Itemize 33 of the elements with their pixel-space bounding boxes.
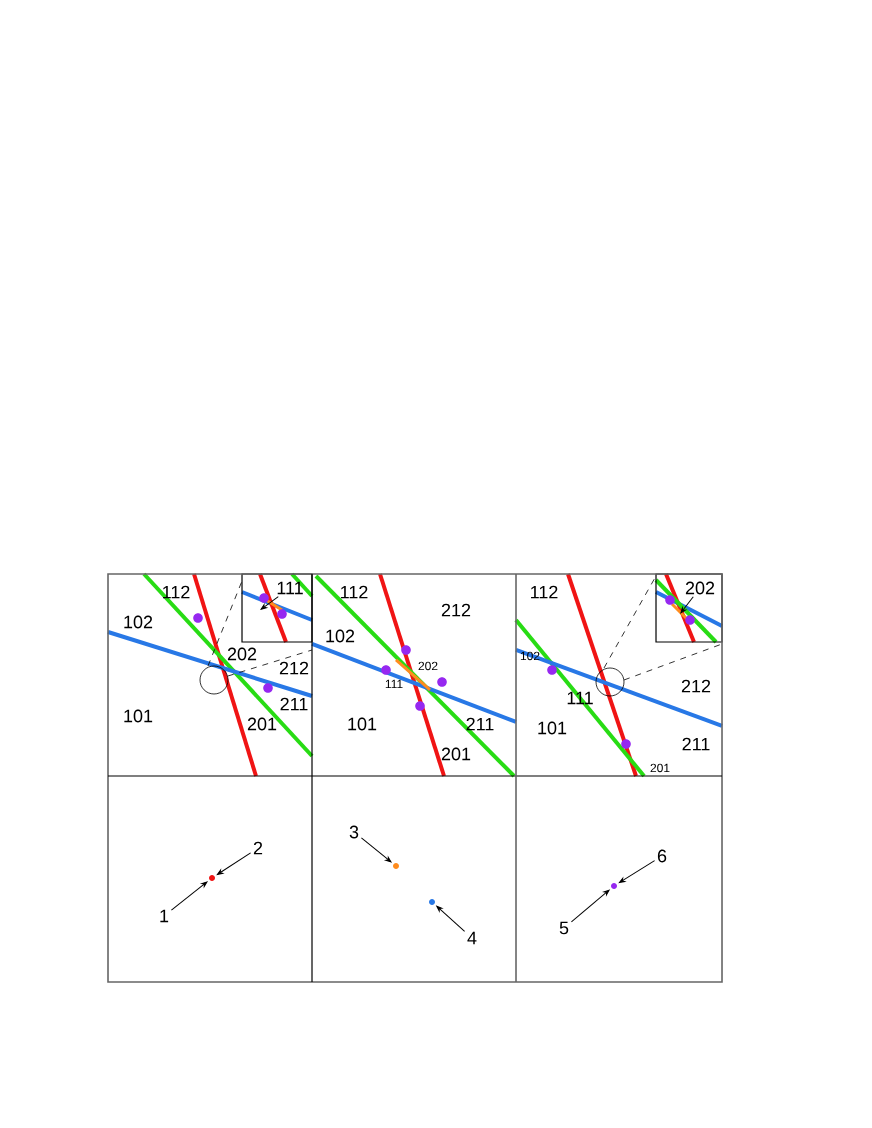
region-label: 201 — [441, 747, 471, 761]
region-label: 211 — [682, 737, 710, 751]
region-label: 112 — [163, 585, 190, 599]
arrow — [170, 881, 208, 911]
arrow — [680, 596, 694, 614]
region-label: 112 — [341, 585, 368, 599]
region-label: 212 — [279, 661, 309, 675]
region-label: 211 — [466, 717, 494, 731]
region-label: 102 — [124, 615, 153, 629]
region-label: 102 — [326, 629, 355, 643]
arrow — [216, 852, 252, 875]
number-label: 1 — [160, 909, 169, 923]
region-label: 212 — [681, 679, 711, 693]
arrow — [436, 905, 466, 932]
region-label: 201 — [247, 717, 277, 731]
number-label: 6 — [657, 849, 667, 863]
region-label: 101 — [124, 709, 153, 723]
number-label: 202 — [685, 581, 715, 595]
arrow — [618, 860, 656, 884]
arrow — [260, 596, 279, 610]
region-label: 101 — [538, 721, 567, 735]
number-label: 2 — [253, 841, 263, 855]
region-label: 112 — [531, 585, 558, 599]
region-label: 202 — [227, 647, 257, 661]
arrow — [360, 837, 392, 863]
number-label: 3 — [349, 825, 359, 839]
number-label: 111 — [277, 581, 303, 595]
number-label: 4 — [467, 931, 477, 945]
region-label: 212 — [441, 603, 471, 617]
arrow — [570, 889, 610, 923]
region-label: 101 — [348, 717, 377, 731]
number-label: 5 — [559, 921, 569, 935]
region-label: 211 — [280, 697, 308, 711]
